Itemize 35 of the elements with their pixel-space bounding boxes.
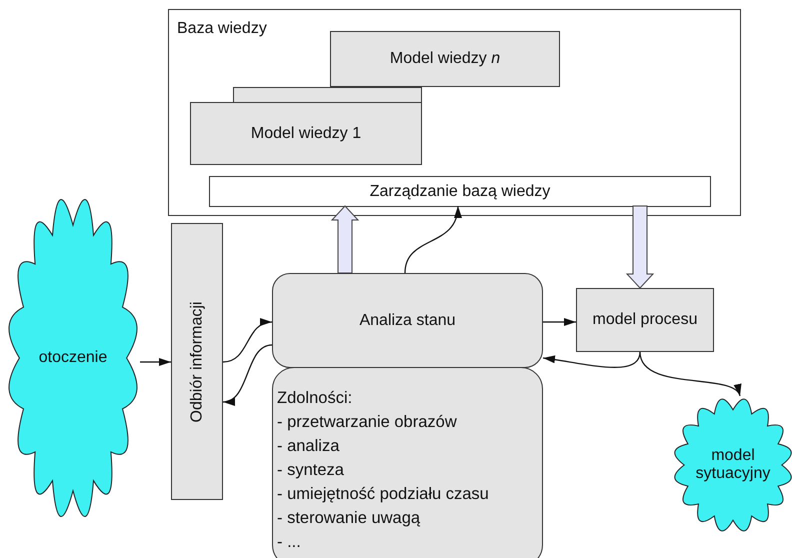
arrow — [222, 344, 272, 404]
list-item: - synteza — [277, 460, 345, 481]
knowledge-base-frame — [168, 9, 741, 216]
model-box — [330, 31, 560, 87]
node-label: Model wiedzy 1 — [250, 124, 362, 142]
node-label: Zarządzanie bazą wiedzy — [370, 182, 550, 200]
node-label: Analiza stanu — [359, 312, 456, 330]
list-item: - analiza — [277, 436, 340, 457]
frame-title: Baza wiedzy — [177, 20, 268, 38]
arrow — [222, 320, 272, 363]
block-arrow — [330, 205, 360, 274]
node-label: model sytuacyjny — [694, 447, 772, 483]
arrow — [404, 206, 461, 274]
arrow — [543, 318, 576, 326]
stacked-card — [233, 87, 422, 102]
list-item: - sterowanie uwagą — [277, 508, 422, 529]
model-box — [190, 102, 422, 165]
block-arrow — [626, 206, 654, 289]
list-item: - umiejętność podziału czasu — [277, 484, 490, 505]
list-item: - przetwarzanie obrazów — [277, 412, 458, 433]
abilities-box — [272, 367, 543, 558]
node-label: model procesu — [592, 311, 698, 329]
node-label: Odbiór informacji — [188, 301, 206, 422]
list-heading: Zdolności: — [277, 388, 354, 409]
arrow — [140, 358, 171, 366]
management-bar — [209, 176, 711, 207]
node-label: otoczenie — [38, 349, 108, 367]
model-box — [576, 288, 714, 352]
list-item: - ... — [277, 532, 302, 553]
cloud-shape — [672, 396, 792, 534]
arrow — [542, 352, 641, 368]
input-bar — [171, 223, 223, 500]
process-box — [272, 273, 543, 368]
arrow — [639, 352, 741, 396]
node-label: Model wiedzy n — [390, 50, 500, 68]
